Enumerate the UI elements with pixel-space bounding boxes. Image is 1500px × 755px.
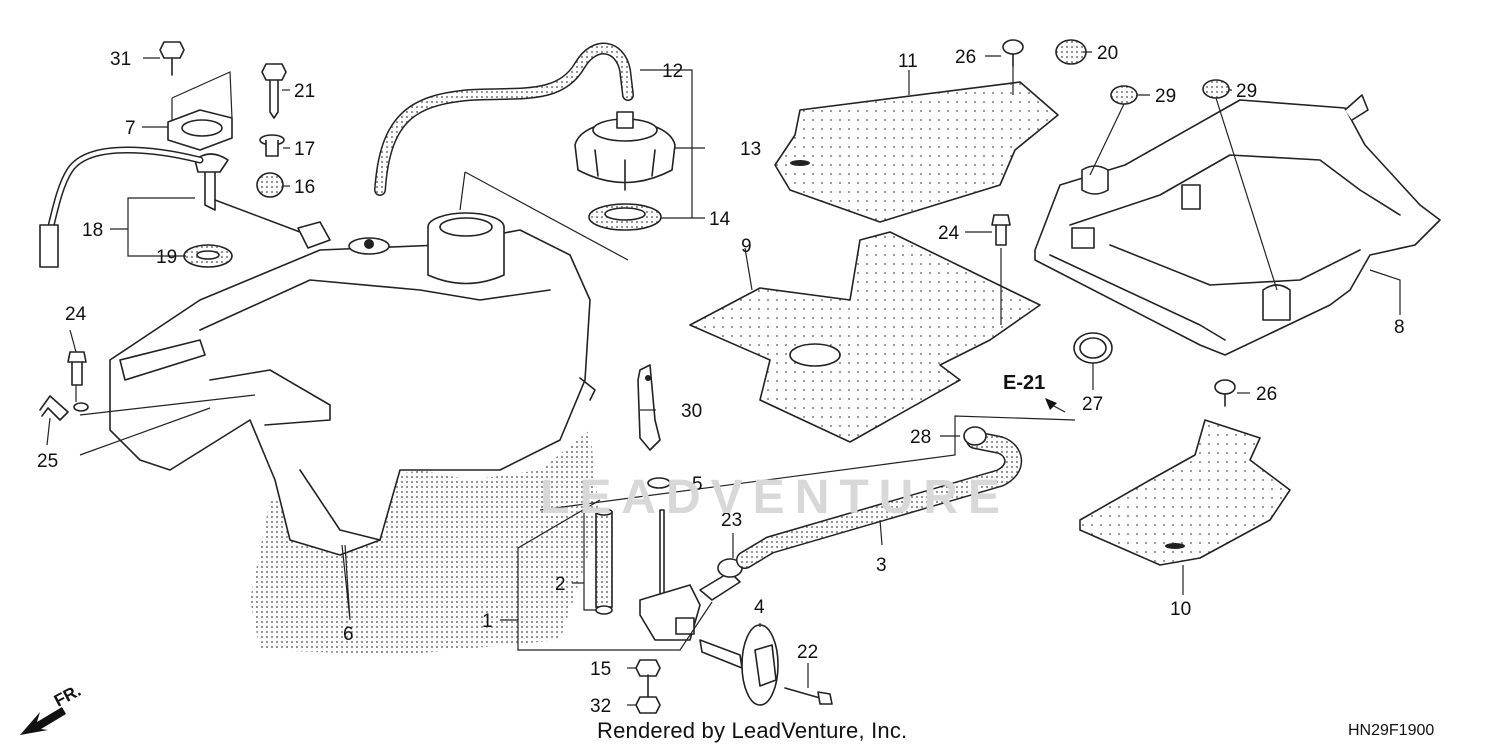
bolt-22: [784, 687, 833, 705]
bolt-32: [635, 674, 661, 714]
clamp-27: [1073, 332, 1113, 364]
callout-31: 31: [110, 49, 131, 70]
fuel-hose-3: [736, 431, 1023, 569]
callout-29-b: 29: [1236, 81, 1257, 102]
callout-23: 23: [721, 510, 742, 531]
clip-26-top: [1002, 39, 1024, 67]
callout-29-a: 29: [1155, 86, 1176, 107]
callout-e21: E-21: [1003, 372, 1045, 394]
clip-26-right: [1214, 379, 1236, 407]
bolt-21: [261, 63, 287, 119]
callout-25: 25: [37, 451, 58, 472]
leader-lines: [46, 51, 1401, 706]
callout-9: 9: [741, 236, 752, 257]
clip-28: [963, 426, 987, 446]
callout-1: 1: [482, 611, 493, 632]
credit-text: Rendered by LeadVenture, Inc.: [597, 718, 908, 743]
front-direction-arrow: FR.: [20, 681, 84, 735]
cap-gasket: [588, 203, 662, 231]
fuel-valve: [639, 509, 741, 641]
bolt-24-left: [67, 351, 87, 386]
seal-19: [183, 244, 233, 268]
callout-24-left: 24: [65, 304, 87, 325]
bolt-24-right: [991, 214, 1011, 246]
washer-5: [647, 477, 671, 489]
grommet-16: [256, 172, 284, 198]
callout-32: 32: [590, 696, 611, 717]
floor-mat-10: [1079, 419, 1291, 566]
breather-hose: [374, 42, 634, 196]
callout-10: 10: [1170, 599, 1191, 620]
callout-5: 5: [692, 474, 703, 495]
callout-28: 28: [910, 427, 931, 448]
guard-4: [699, 624, 779, 706]
callout-7: 7: [125, 118, 136, 139]
floor-mat-11: [774, 81, 1059, 223]
callout-6: 6: [343, 624, 354, 645]
callout-14: 14: [709, 209, 731, 230]
callout-22: 22: [797, 642, 818, 663]
callout-11: 11: [898, 51, 918, 72]
bolt-31: [159, 41, 185, 76]
nut-15: [635, 659, 661, 677]
e21-arrow: [1045, 398, 1066, 413]
callout-8: 8: [1394, 317, 1405, 338]
callout-4: 4: [754, 597, 765, 618]
fuel-cap: [574, 111, 676, 191]
callout-16: 16: [294, 177, 315, 198]
diagram-code: HN29F1900: [1348, 722, 1435, 739]
callout-27: 27: [1082, 394, 1103, 415]
cap-29-a: [1110, 85, 1138, 105]
callout-13: 13: [740, 139, 761, 160]
frame-8: [1034, 94, 1441, 356]
floor-mat-9: [689, 231, 1041, 443]
callout-12: 12: [662, 61, 683, 82]
front-direction-label: FR.: [51, 681, 84, 711]
callout-19: 19: [156, 247, 177, 268]
callout-24-right: 24: [938, 223, 960, 244]
fuel-tank: [109, 212, 600, 655]
callout-15: 15: [590, 659, 611, 680]
callout-labels: 31 7 21 17 16 18 19 12 13 14 11 26 20 29…: [37, 43, 1405, 717]
cap-29-b: [1202, 79, 1230, 99]
strap-30: [637, 364, 661, 451]
grommet-20: [1055, 39, 1087, 65]
callout-21: 21: [294, 81, 315, 102]
clip-25: [39, 395, 89, 421]
callout-17: 17: [294, 139, 315, 160]
watermark: LEADVENTURE: [540, 471, 1011, 524]
fuel-gauge-assembly: [39, 109, 331, 268]
callout-3: 3: [876, 555, 887, 576]
callout-30: 30: [681, 401, 702, 422]
callout-20: 20: [1097, 43, 1118, 64]
callout-26-top: 26: [955, 47, 976, 68]
callout-2: 2: [555, 574, 566, 595]
callout-26-right: 26: [1256, 384, 1277, 405]
collar-17: [259, 134, 285, 157]
callout-18: 18: [82, 220, 103, 241]
